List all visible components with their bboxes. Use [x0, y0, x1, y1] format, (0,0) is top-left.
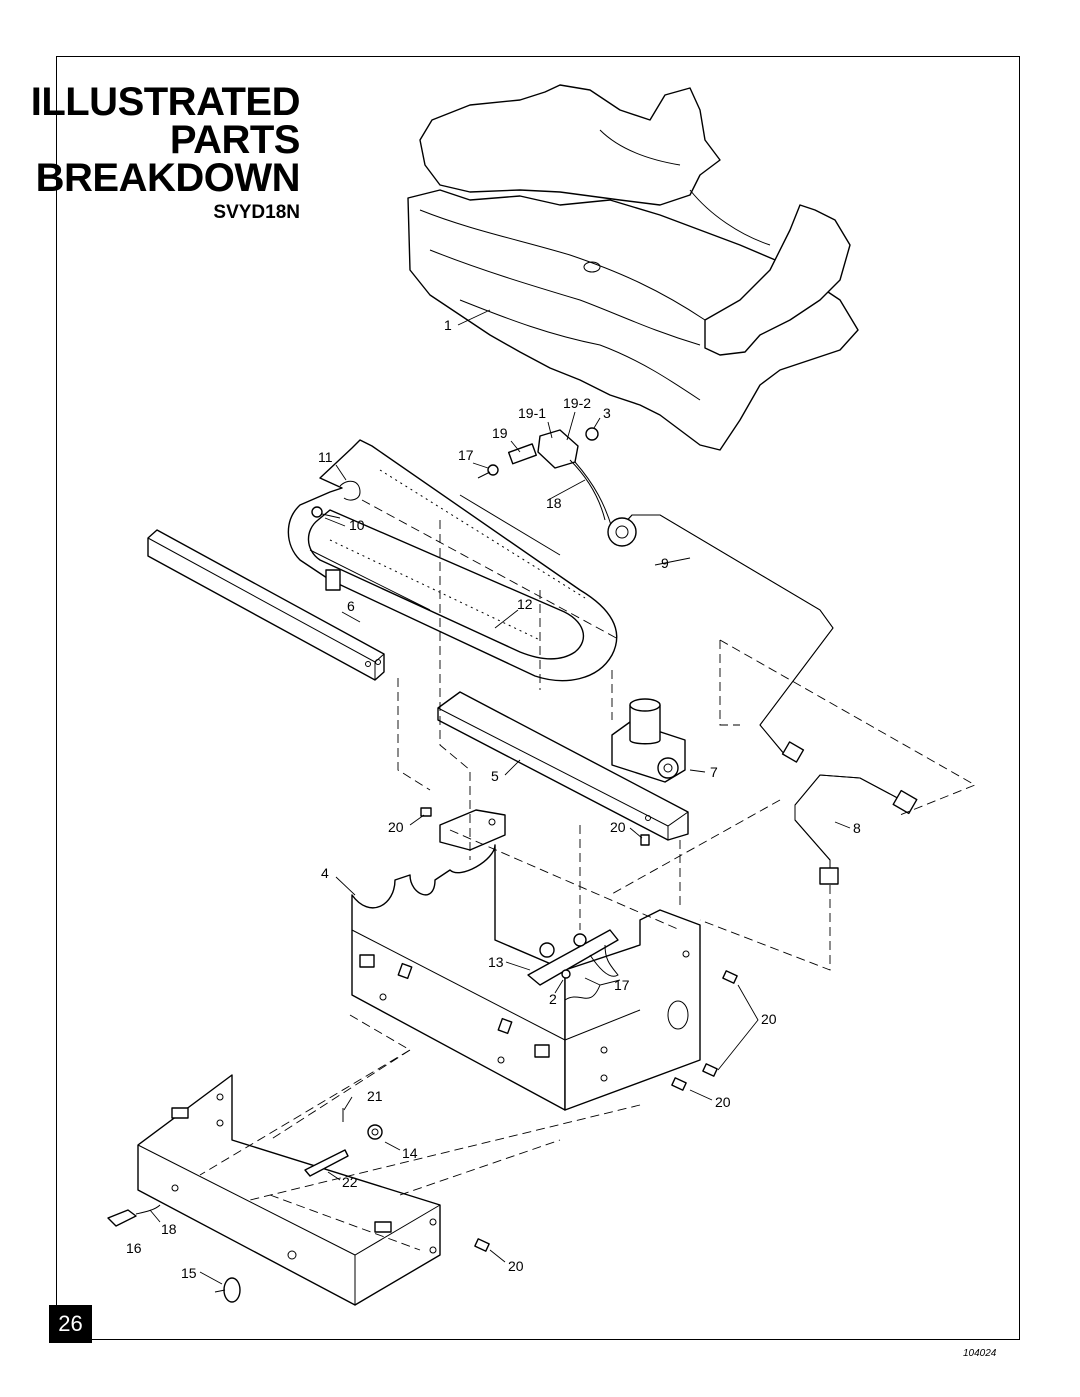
- callout-4: 4: [321, 865, 329, 881]
- burner-base-part-4: [351, 844, 701, 1111]
- knob-part-14: [367, 1124, 383, 1140]
- callout-19-1: 19-1: [518, 405, 546, 421]
- callout-19: 19: [492, 425, 508, 441]
- callout-17-upper: 17: [458, 447, 474, 463]
- title-line-1: ILLUSTRATED: [30, 80, 301, 124]
- callout-22: 22: [342, 1174, 358, 1190]
- log-set-part-1: [407, 84, 859, 451]
- callout-9: 9: [661, 555, 669, 571]
- callout-20-d: 20: [715, 1094, 731, 1110]
- callout-19-2: 19-2: [563, 395, 591, 411]
- callout-14: 14: [402, 1145, 418, 1161]
- gas-line-part-9: [607, 514, 834, 763]
- pilot-assembly-part-19: [477, 427, 613, 529]
- callout-20-e: 20: [508, 1258, 524, 1274]
- callout-21: 21: [367, 1088, 383, 1104]
- rail-part-6: [147, 529, 385, 681]
- callout-3: 3: [603, 405, 611, 421]
- gas-valve-part-7: [611, 698, 686, 783]
- callout-20-a: 20: [388, 819, 404, 835]
- callout-18-upper: 18: [546, 495, 562, 511]
- callout-15: 15: [181, 1265, 197, 1281]
- title-block: ILLUSTRATED PARTS BREAKDOWN SVYD18N: [31, 82, 301, 232]
- callout-18-lower: 18: [161, 1221, 177, 1237]
- lower-panel: [137, 1074, 441, 1306]
- callout-16: 16: [126, 1240, 142, 1256]
- callout-20-c: 20: [761, 1011, 777, 1027]
- burner-part-12: [287, 439, 618, 682]
- screws-part-20: [420, 807, 738, 1252]
- callout-12: 12: [517, 596, 533, 612]
- screw-part-10: [311, 506, 341, 519]
- mounting-bracket: [439, 809, 506, 851]
- gas-line-part-8: [794, 774, 918, 885]
- figure-id: 104024: [963, 1348, 997, 1359]
- ignitor-part-15: [214, 1277, 241, 1303]
- page-number: 26: [49, 1305, 92, 1343]
- callout-11: 11: [318, 449, 333, 465]
- leader-lines: [149, 309, 851, 1285]
- thermocouple-part-13: [527, 929, 619, 986]
- rod-part-22: [304, 1149, 349, 1177]
- collar-part-11: [339, 480, 361, 501]
- alignment-lines: [199, 499, 977, 1251]
- piezo-part-16: [107, 1204, 161, 1227]
- callout-13: 13: [488, 954, 504, 970]
- callout-5: 5: [491, 768, 499, 784]
- callout-labels: 1 19-2 19-1 3 19 11 17 18 10 9 6 12 7 5 …: [126, 317, 861, 1281]
- callout-17-lower: 17: [614, 977, 630, 993]
- callout-1: 1: [444, 317, 452, 333]
- callout-8: 8: [853, 820, 861, 836]
- model-number: SVYD18N: [213, 202, 300, 223]
- callout-2: 2: [549, 991, 557, 1007]
- callout-6: 6: [347, 598, 355, 614]
- page-border: [56, 56, 1020, 1340]
- title-line-2: PARTS: [169, 118, 301, 162]
- callout-20-b: 20: [610, 819, 626, 835]
- callout-7: 7: [710, 764, 718, 780]
- burner-tray-part-5: [437, 691, 689, 841]
- title-line-3: BREAKDOWN: [35, 156, 301, 200]
- callout-10: 10: [349, 517, 365, 533]
